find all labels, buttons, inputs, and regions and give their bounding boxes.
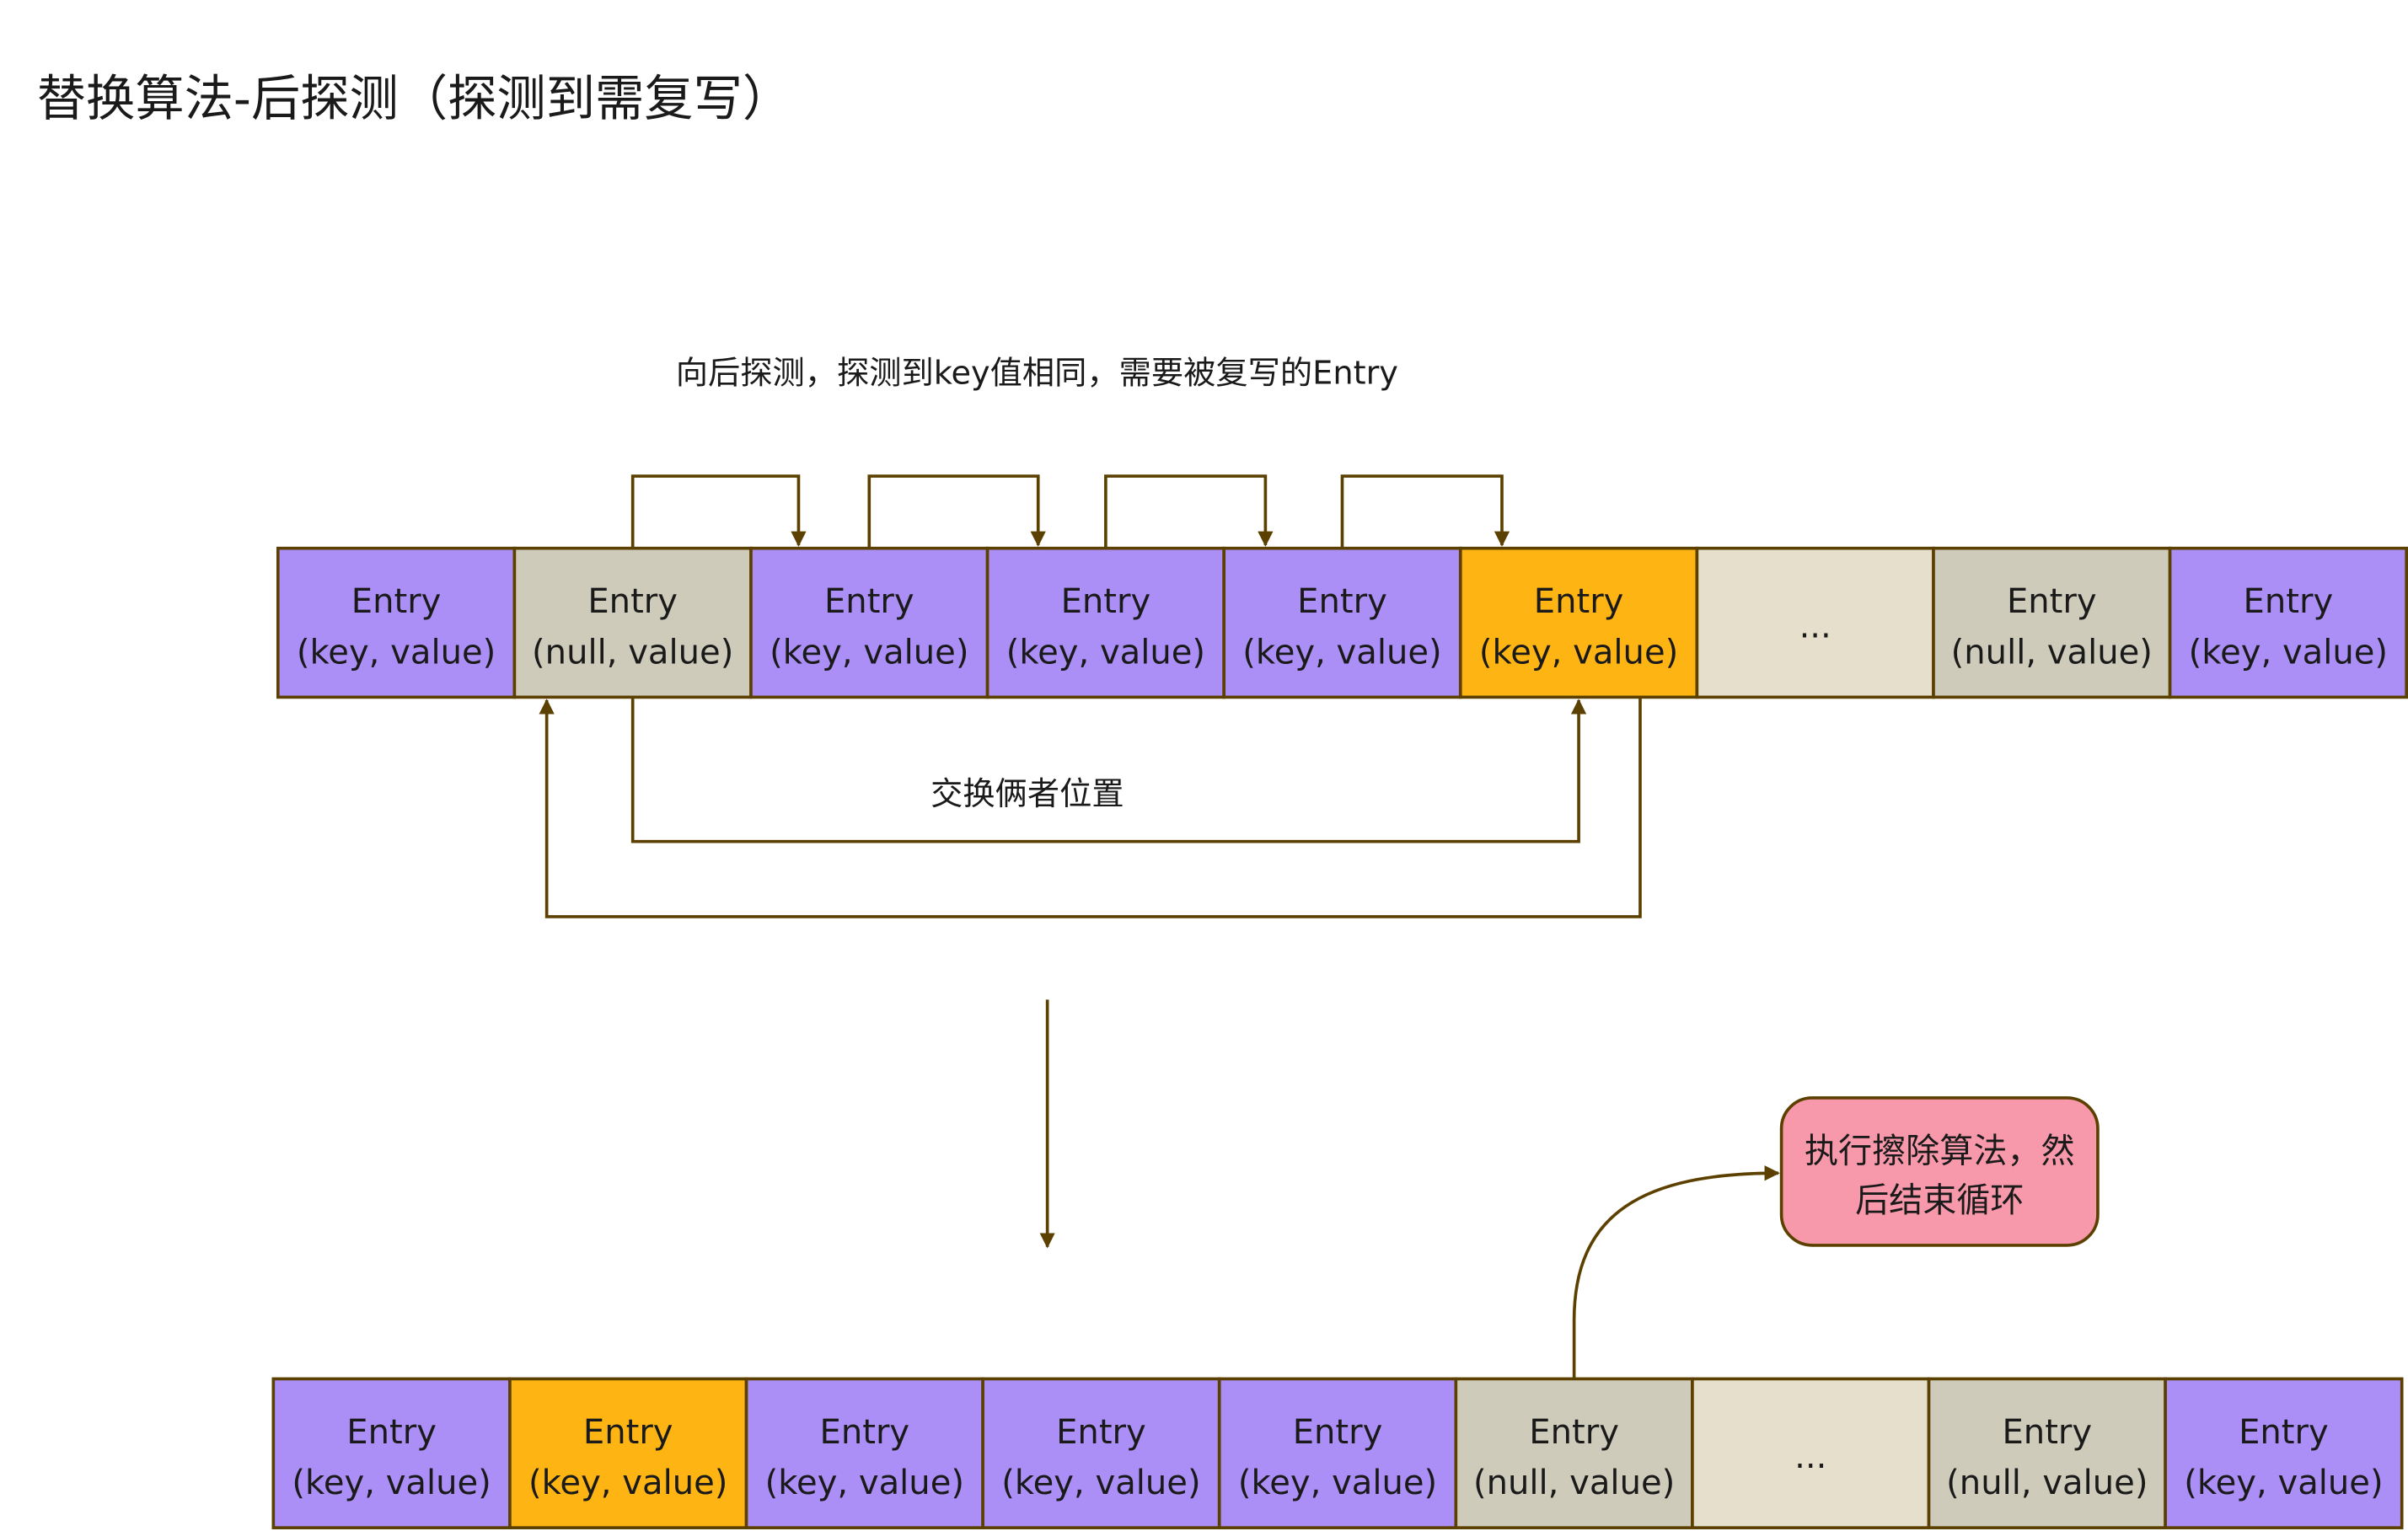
result-text-line1: 执行擦除算法，然: [1805, 1132, 2075, 1171]
entry-cell-key-entry: [2168, 546, 2408, 699]
entry-cell-value: (key, value): [2189, 633, 2388, 672]
entry-cell-null-entry: [1927, 1377, 2167, 1529]
entry-cell-name: Entry: [583, 1413, 673, 1452]
entry-cell-ellipsis: [1695, 546, 1935, 699]
entry-cell-value: (key, value): [1479, 633, 1678, 672]
entry-cell-key-entry: [2164, 1377, 2404, 1529]
entry-cell-value: (key, value): [1001, 1464, 1200, 1502]
entry-cell-key-entry: [276, 546, 517, 699]
entry-cell-value: (key, value): [292, 1464, 491, 1502]
entry-cell-name: Entry: [2239, 1413, 2329, 1452]
entry-cell-key-entry: [981, 1377, 1221, 1529]
result-text-line2: 后结束循环: [1855, 1181, 2024, 1220]
entry-cell-key-entry: [985, 546, 1226, 699]
entry-cell-value: (key, value): [2184, 1464, 2383, 1502]
entry-cell-name: Entry: [1534, 582, 1624, 621]
result-box: [1779, 1096, 2100, 1247]
entry-cell-ellipsis: [1691, 1377, 1931, 1529]
entry-row-after: Entry (key, value) Entry (key, value) Entry (…: [271, 1377, 2404, 1529]
entry-cell-target-entry: [508, 1377, 748, 1529]
entry-cell-null-entry: [1932, 546, 2172, 699]
entry-cell-value: (null, value): [532, 633, 733, 672]
entry-cell-value: (key, value): [528, 1464, 727, 1502]
entry-cell-value: (key, value): [1242, 633, 1441, 672]
entry-cell-null-entry: [512, 546, 753, 699]
entry-cell-key-entry: [271, 1377, 512, 1529]
entry-cell-name: ...: [1799, 607, 1831, 645]
probe-label: 向后探测，探测到key值相同，需要被复写的Entry: [676, 355, 1398, 393]
entry-cell-name: Entry: [1293, 1413, 1383, 1452]
entry-cell-name: Entry: [2007, 582, 2097, 621]
entry-cell-value: (null, value): [1946, 1464, 2148, 1502]
swap-label: 交换俩者位置: [930, 775, 1124, 813]
entry-cell-null-entry: [1454, 1377, 1694, 1529]
entry-cell-name: Entry: [351, 582, 442, 621]
entry-cell-name: Entry: [2244, 582, 2334, 621]
entry-cell-key-entry: [749, 546, 989, 699]
entry-cell-value: (null, value): [1951, 633, 2153, 672]
page-title: 替换算法-后探测（探测到需复写）: [37, 70, 792, 127]
entry-cell-name: Entry: [587, 582, 678, 621]
probe-arrow: [867, 474, 1046, 549]
entry-cell-name: Entry: [1056, 1413, 1146, 1452]
entry-cell-value: (key, value): [1006, 633, 1205, 672]
swap-arrow: [539, 697, 1642, 918]
entry-cell-name: Entry: [1529, 1413, 1619, 1452]
entry-cell-name: Entry: [1061, 582, 1151, 621]
entry-cell-name: Entry: [824, 582, 914, 621]
probe-arrow: [1340, 474, 1510, 549]
result-arrow: [1572, 1165, 1780, 1379]
entry-cell-name: Entry: [346, 1413, 437, 1452]
entry-cell-value: (key, value): [1238, 1464, 1437, 1502]
probe-arrow: [630, 474, 807, 549]
entry-cell-name: Entry: [2002, 1413, 2092, 1452]
entry-cell-name: Entry: [820, 1413, 910, 1452]
entry-cell-value: (key, value): [765, 1464, 964, 1502]
probe-arrow: [1104, 474, 1274, 549]
swap-arrow: [630, 697, 1587, 843]
entry-cell-key-entry: [1222, 546, 1462, 699]
entry-cell-value: (key, value): [770, 633, 968, 672]
entry-cell-value: (null, value): [1473, 1464, 1675, 1502]
entry-cell-name: ...: [1794, 1437, 1826, 1476]
entry-cell-key-entry: [1217, 1377, 1458, 1529]
entry-cell-target-entry: [1458, 546, 1699, 699]
entry-cell-name: Entry: [1297, 582, 1387, 621]
entry-cell-value: (key, value): [297, 633, 496, 672]
entry-cell-key-entry: [744, 1377, 984, 1529]
entry-row-before: Entry (key, value) Entry (null, value) Entry…: [276, 546, 2408, 699]
